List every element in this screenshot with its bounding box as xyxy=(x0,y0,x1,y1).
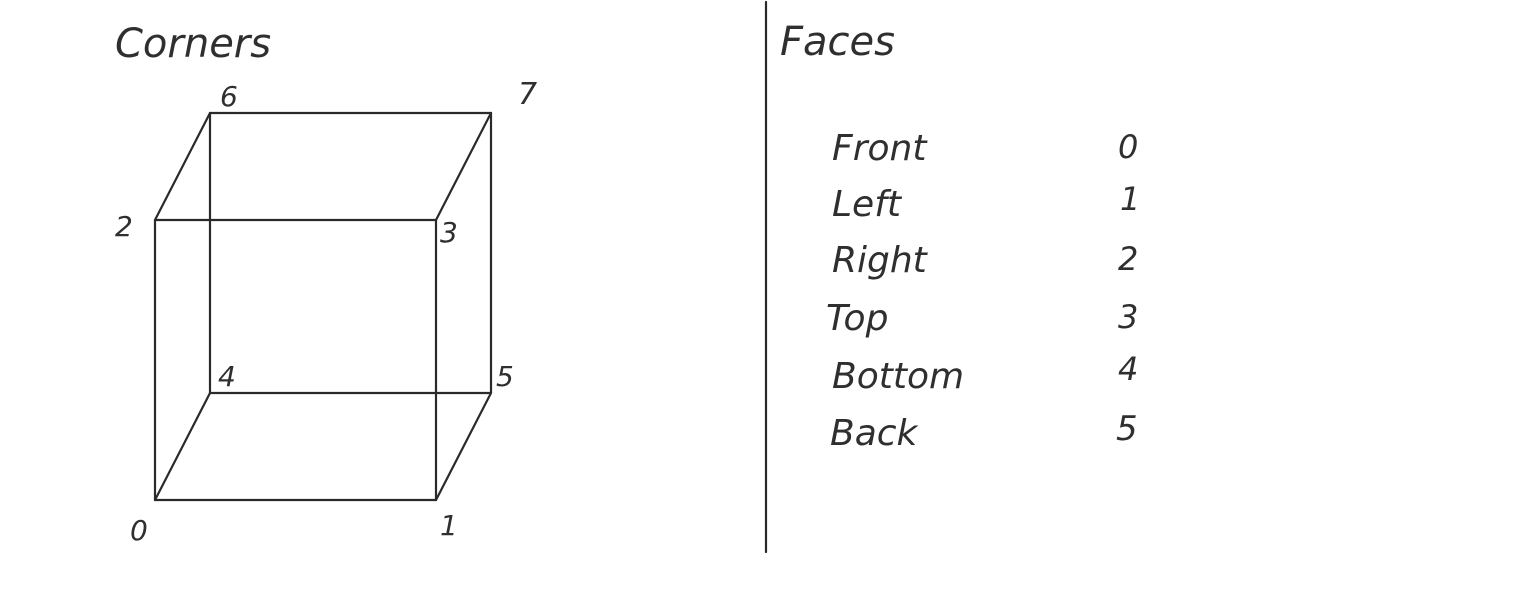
corner-label-4: 4 xyxy=(218,360,236,393)
face-value-right: 2 xyxy=(1118,240,1138,278)
corner-labels: 0 1 2 3 4 5 6 7 xyxy=(115,77,537,547)
face-name-right: Right xyxy=(832,240,929,281)
edge-connect-2-6 xyxy=(153,111,212,222)
corner-label-6: 6 xyxy=(220,80,238,113)
cube-wireframe xyxy=(153,111,493,502)
faces-title: Faces xyxy=(780,19,895,65)
face-value-back: 5 xyxy=(1116,409,1138,449)
corner-label-7: 7 xyxy=(518,77,537,112)
face-name-left: Left xyxy=(832,184,903,225)
edge-connect-0-4 xyxy=(153,391,212,502)
edge-connect-3-7 xyxy=(434,111,493,222)
corner-label-0: 0 xyxy=(130,514,148,547)
face-value-front: 0 xyxy=(1118,128,1138,166)
face-value-bottom: 4 xyxy=(1118,350,1138,388)
corners-title: Corners xyxy=(115,21,271,67)
faces-list: Front 0 Left 1 Right 2 Top 3 Bottom 4 Ba… xyxy=(826,128,1140,454)
face-name-back: Back xyxy=(830,413,920,454)
face-value-top: 3 xyxy=(1118,298,1138,336)
corner-label-3: 3 xyxy=(440,216,458,249)
corner-label-5: 5 xyxy=(496,360,514,393)
face-name-bottom: Bottom xyxy=(832,356,964,397)
corner-label-1: 1 xyxy=(440,509,458,542)
face-name-front: Front xyxy=(832,128,928,169)
edge-connect-1-5 xyxy=(434,391,493,502)
faces-section: Faces Front 0 Left 1 Right 2 Top 3 Botto… xyxy=(780,19,1140,454)
corners-section: Corners 0 1 2 3 4 5 6 7 xyxy=(115,21,537,547)
corner-label-2: 2 xyxy=(115,210,133,243)
face-name-top: Top xyxy=(826,298,888,339)
face-value-left: 1 xyxy=(1120,180,1140,218)
